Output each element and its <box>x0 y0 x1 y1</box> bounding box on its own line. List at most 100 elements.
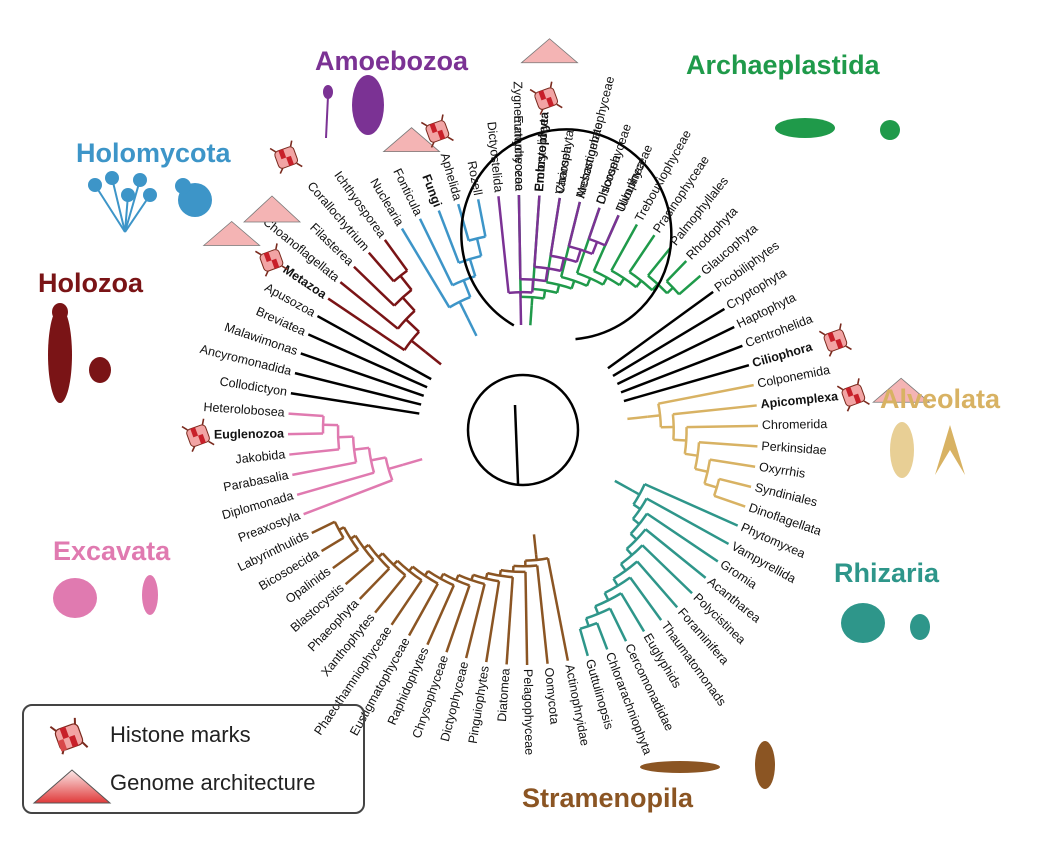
leaf-branch <box>620 344 743 394</box>
leaf-branch <box>646 497 730 546</box>
histone-square <box>546 96 554 108</box>
internal-arc <box>336 425 341 450</box>
leaf-label: Eumycteozoa <box>511 115 526 191</box>
slime-mold-stalk-icon <box>325 95 329 139</box>
internal-branch <box>530 297 534 306</box>
leaf-branch <box>307 333 428 389</box>
histone-mark-icon <box>836 378 870 412</box>
genome-architecture-icon <box>32 769 112 804</box>
leaf-label: Oxyrrhis <box>758 460 806 481</box>
genome-architecture-icon <box>202 220 261 246</box>
leaf-branch <box>296 471 375 496</box>
internal-branch <box>542 290 547 299</box>
histone-square <box>286 155 294 167</box>
leaf-branch <box>358 567 391 600</box>
leaf-branch <box>418 218 454 286</box>
leaf-branch <box>628 234 656 273</box>
internal-branch <box>619 563 627 572</box>
leaf-branch <box>718 477 752 489</box>
internal-arc <box>620 544 644 565</box>
internal-arc <box>427 569 455 587</box>
leaf-branch <box>437 210 461 264</box>
internal-branch <box>410 339 427 353</box>
clade-stem <box>614 479 633 492</box>
internal-branch <box>388 463 404 471</box>
rhizarian-cell-icon <box>910 614 930 640</box>
internal-branch <box>484 572 489 579</box>
green-alga-icon <box>880 120 900 140</box>
leaf-branch <box>672 404 757 416</box>
internal-branch <box>632 503 641 511</box>
plant-icon <box>775 118 835 138</box>
internal-branch <box>530 279 535 293</box>
leaf-label: Protostelidae <box>532 118 551 192</box>
internal-arc <box>458 254 482 265</box>
leaf-branch <box>288 412 324 418</box>
internal-branch <box>544 268 549 282</box>
leaf-branch <box>646 512 719 563</box>
leaf-label: Rozell <box>465 160 485 197</box>
clade-illustrations <box>48 75 965 789</box>
ciliate-icon <box>890 422 914 478</box>
internal-branch <box>570 280 576 289</box>
mold-stalk-icon <box>124 194 151 233</box>
internal-branch <box>631 489 641 496</box>
amoeba-icon <box>352 75 384 135</box>
internal-arc <box>593 269 621 287</box>
leaf-branch <box>629 576 663 621</box>
sponge-icon <box>89 357 111 383</box>
foraminifera-icon <box>841 603 885 643</box>
leaf-branch <box>320 536 345 553</box>
histone-square <box>198 433 206 445</box>
histone-square <box>190 427 199 438</box>
histone-square <box>437 129 446 140</box>
histone-square <box>845 386 854 397</box>
internal-branch <box>377 552 384 559</box>
leaf-branch <box>289 448 340 456</box>
internal-branch <box>408 565 414 572</box>
mold-stalk-icon <box>124 179 141 233</box>
internal-arc <box>351 436 358 463</box>
leaf-branch <box>647 246 672 277</box>
histone-tails <box>269 140 303 174</box>
leaf-branch <box>353 265 396 307</box>
leaf-branch <box>290 392 420 415</box>
internal-branch <box>593 605 600 615</box>
leaf-branch <box>709 458 756 468</box>
internal-branch <box>392 559 399 566</box>
internal-arc <box>632 483 646 506</box>
internal-branch <box>363 543 370 550</box>
internal-branch <box>462 279 472 298</box>
internal-branch <box>353 446 370 451</box>
internal-branch <box>405 318 420 333</box>
internal-branch <box>401 296 416 312</box>
leaf-label: Embryophyta <box>532 110 552 192</box>
leaf-label: Diatomea <box>495 668 513 722</box>
leaf-branch <box>546 557 570 661</box>
leaf-branch <box>678 274 702 296</box>
leaf-label: Jakobida <box>235 447 286 466</box>
leaf-branch <box>407 582 439 637</box>
clade-title-holomycota: Holomycota <box>76 138 231 168</box>
internal-branch <box>618 277 626 286</box>
histone-square <box>263 251 272 263</box>
leaf-branch <box>658 383 754 405</box>
histone-square <box>853 393 862 404</box>
human-head-icon <box>52 303 68 321</box>
leaf-label: Chromerida <box>762 417 828 432</box>
histone-tails <box>181 418 215 452</box>
internal-arc <box>396 559 423 582</box>
leaf-branch <box>616 325 735 386</box>
internal-branch <box>666 286 674 295</box>
leaf-branch <box>339 281 399 330</box>
leaf-branch <box>464 583 486 659</box>
leaf-branch <box>294 371 422 406</box>
leaf-branch <box>517 195 522 280</box>
leaf-branch <box>623 364 750 403</box>
leaf-label: Pelagophyceae <box>521 669 537 755</box>
leaf-branch <box>445 585 471 653</box>
yeast-bud-icon <box>175 178 191 194</box>
leaf-label: Collodictyon <box>219 374 288 398</box>
mold-stalk-icon <box>111 177 126 233</box>
